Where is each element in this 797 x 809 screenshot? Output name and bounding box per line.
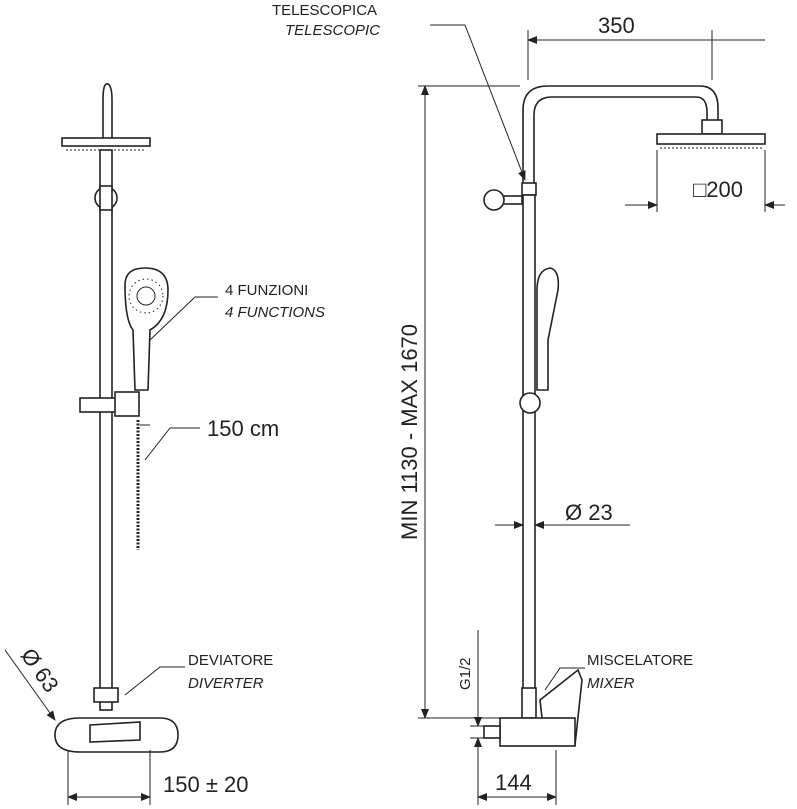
telescopic-en-label: TELESCOPIC xyxy=(285,22,380,39)
side-view xyxy=(483,85,766,747)
front-view xyxy=(54,83,179,753)
mixer-it-label: MISCELATORE xyxy=(587,652,693,669)
rosette-diameter-label: Ø 63 xyxy=(16,644,64,697)
functions-it-label: 4 FUNZIONI xyxy=(225,282,308,299)
diverter-it-label: DEVIATORE xyxy=(188,652,273,669)
hose-length-label: 150 cm xyxy=(207,416,279,441)
mixer-en-label: MIXER xyxy=(587,675,635,692)
mixer-depth-label: 144 xyxy=(495,770,532,795)
height-range-label: MIN 1130 - MAX 1670 xyxy=(397,324,422,540)
arm-length-label: 350 xyxy=(598,13,635,38)
telescopic-it-label: TELESCOPICA xyxy=(272,2,377,19)
head-size-label: □200 xyxy=(693,177,743,202)
diverter-en-label: DIVERTER xyxy=(188,675,264,692)
bar-diameter-label: Ø 23 xyxy=(565,500,613,525)
center-distance-label: 150 ± 20 xyxy=(163,772,248,797)
thread-label: G1/2 xyxy=(457,657,474,690)
functions-en-label: 4 FUNCTIONS xyxy=(225,304,325,321)
